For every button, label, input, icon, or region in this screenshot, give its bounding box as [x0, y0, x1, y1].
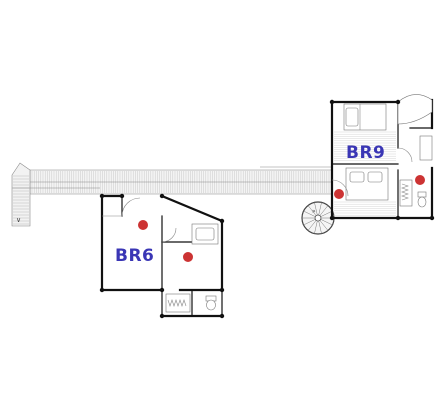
location-marker-icon	[334, 189, 344, 199]
location-marker-icon	[183, 252, 193, 262]
location-marker-icon	[415, 175, 425, 185]
corridor	[29, 169, 333, 195]
room-label-br9: BR9	[346, 143, 385, 163]
location-marker-icon	[138, 220, 148, 230]
stair-arrow-icon: ∨	[16, 216, 21, 224]
left-stair: ∨	[11, 162, 100, 227]
stair-arrow-icon: »	[312, 208, 316, 215]
spiral-stair: »	[301, 201, 335, 235]
room-br6: BR6	[99, 193, 225, 319]
room-label-br6: BR6	[115, 246, 154, 266]
room-br9: BR9	[329, 94, 435, 221]
